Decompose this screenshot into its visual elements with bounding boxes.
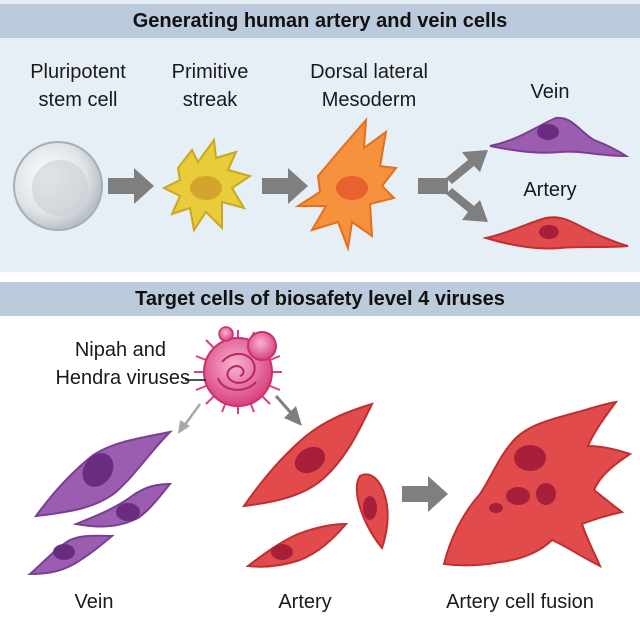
top-artery-cell bbox=[482, 216, 629, 250]
stem-cell-label: Pluripotent stem cell bbox=[8, 58, 148, 114]
bottom-artery-cell-2 bbox=[245, 522, 349, 568]
primitive-streak-cell bbox=[161, 137, 253, 233]
stem-cell-label-line1: Pluripotent bbox=[30, 61, 126, 83]
virus-cluster bbox=[194, 326, 282, 414]
stem-cell-label-line2: stem cell bbox=[38, 89, 118, 111]
bottom-artery-label: Artery bbox=[278, 591, 332, 613]
top-vein-cell bbox=[489, 116, 630, 158]
fusion-arrow bbox=[402, 476, 448, 512]
virus-to-artery-arrow bbox=[274, 395, 302, 426]
bottom-header: Target cells of biosafety level 4 viruse… bbox=[0, 282, 640, 316]
virus-label-line2: Hendra viruses bbox=[55, 367, 190, 389]
stem-cell bbox=[13, 141, 103, 231]
fusion-label: Artery cell fusion bbox=[446, 591, 594, 613]
top-vein-label: Vein bbox=[530, 81, 570, 103]
virus-label: Nipah and Hendra viruses bbox=[20, 336, 190, 392]
bottom-vein-label: Vein bbox=[74, 591, 114, 613]
virus-label-line1: Nipah and bbox=[74, 339, 166, 361]
fused-artery-cell bbox=[442, 400, 633, 569]
arrow-2 bbox=[262, 168, 308, 204]
bottom-vein-cell-2 bbox=[72, 482, 173, 528]
primitive-streak-label-line2: streak bbox=[182, 89, 238, 111]
mesoderm-cell bbox=[294, 117, 398, 252]
bottom-vein-cell-1 bbox=[33, 430, 174, 518]
top-artery-label: Artery bbox=[523, 179, 577, 201]
primitive-streak-label-line1: Primitive bbox=[171, 61, 249, 83]
virus-to-vein-arrow bbox=[178, 403, 202, 434]
mesoderm-label-line1: Dorsal lateral bbox=[310, 61, 428, 83]
bottom-vein-cell-3 bbox=[27, 534, 115, 576]
split-arrow bbox=[418, 150, 488, 222]
mesoderm-label-line2: Mesoderm bbox=[321, 89, 417, 111]
mesoderm-label: Dorsal lateral Mesoderm bbox=[284, 58, 454, 114]
bottom-artery-cell-1 bbox=[241, 402, 374, 508]
top-header: Generating human artery and vein cells bbox=[0, 4, 640, 38]
bottom-artery-cell-3 bbox=[355, 473, 389, 551]
primitive-streak-label: Primitive streak bbox=[150, 58, 270, 114]
arrow-1 bbox=[108, 168, 154, 204]
